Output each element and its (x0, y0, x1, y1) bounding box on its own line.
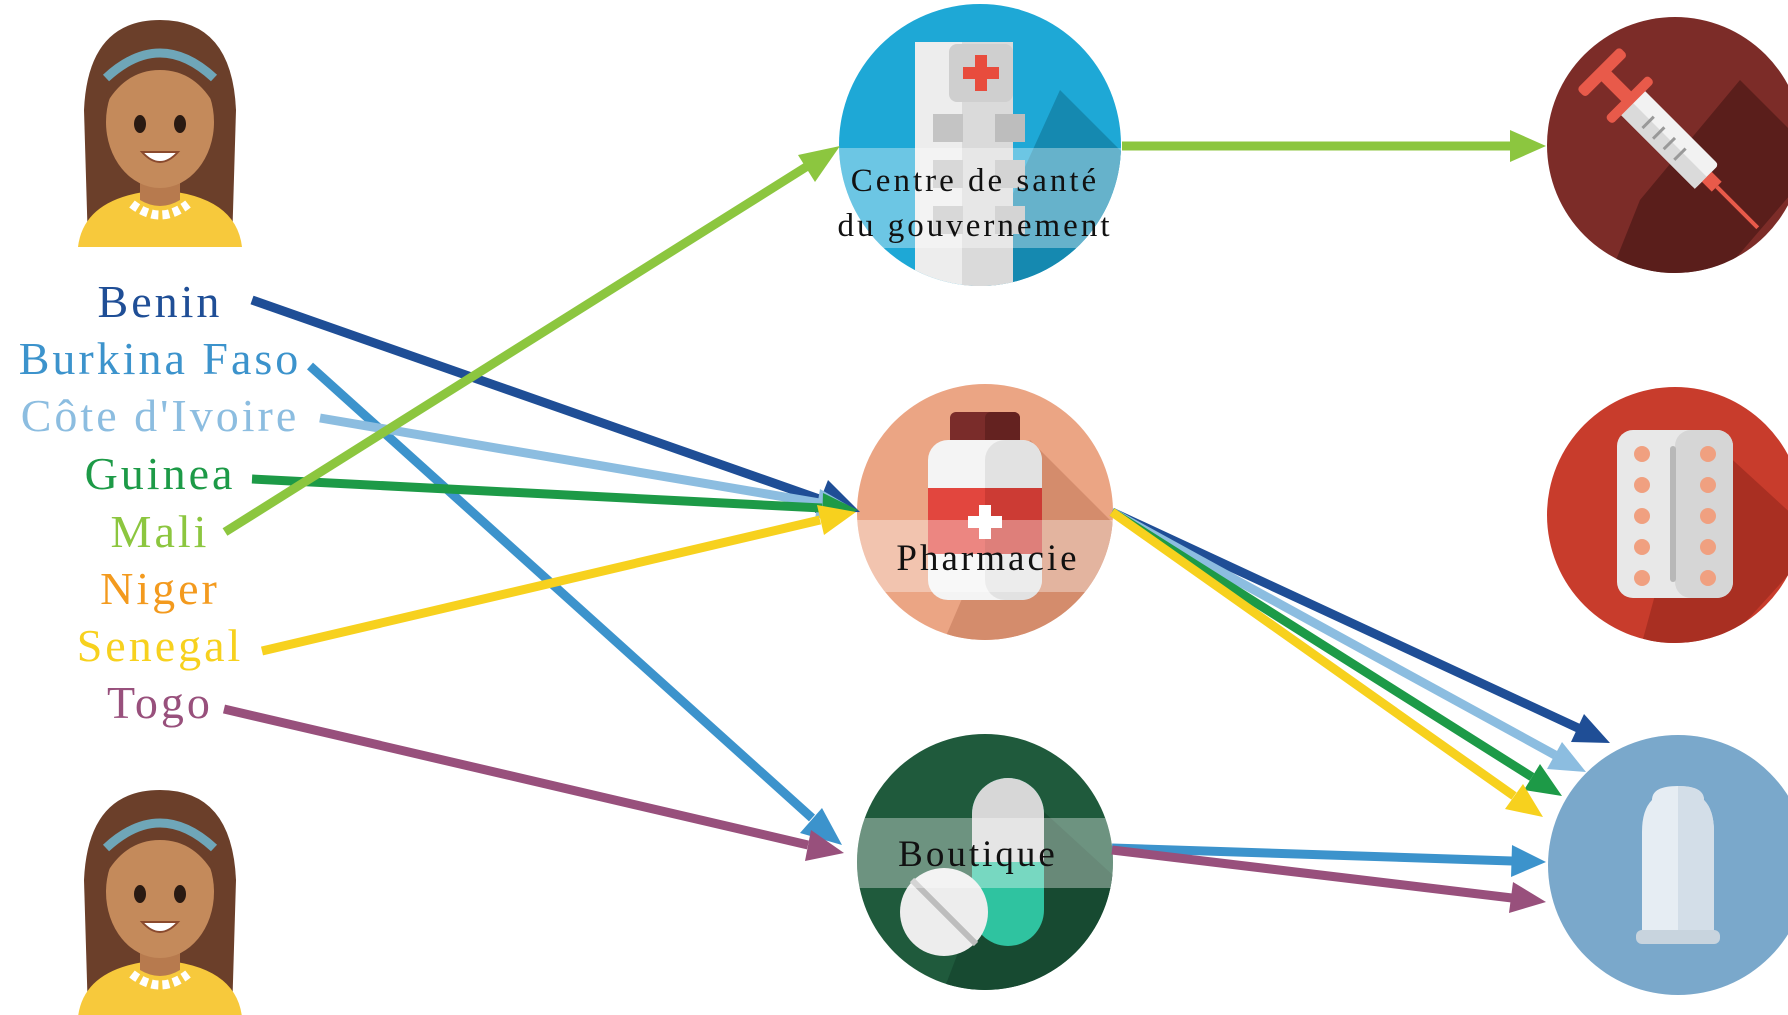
pill-blister-icon (1547, 387, 1788, 643)
country-label-togo: Togo (107, 677, 213, 728)
syringe-icon (1547, 17, 1788, 273)
woman-avatar-icon (78, 790, 242, 1015)
country-label-mali: Mali (111, 506, 210, 557)
country-label-burkina-faso: Burkina Faso (19, 333, 302, 384)
boutique-label: Boutique (898, 834, 1058, 875)
health-centre-label-line1: Centre de santé (851, 163, 1099, 199)
arrow-health-centre-to-syringe (1122, 130, 1546, 162)
country-label-benin: Benin (98, 276, 223, 327)
woman-avatar-icon (78, 20, 242, 247)
arrow-pharmacy-benin-to-condom (1110, 507, 1610, 743)
health-centre-node: Centre de santé du gouvernement (837, 4, 1121, 286)
country-label-niger: Niger (100, 563, 220, 614)
arrow-pharmacy-senegal-to-condom (1109, 508, 1543, 817)
condom-icon (1548, 735, 1788, 995)
arrow-guinea-to-pharmacy (251, 474, 858, 524)
arrow-boutique-burkina-to-condom (1111, 843, 1546, 877)
country-label-guinea: Guinea (85, 448, 236, 499)
pharmacy-label: Pharmacie (896, 538, 1079, 579)
boutique-node: Boutique (857, 734, 1113, 990)
country-label-cote-divoire: Côte d'Ivoire (21, 390, 300, 441)
flow-arrows (222, 130, 1610, 913)
arrow-senegal-to-pharmacy (260, 505, 856, 656)
arrow-togo-to-boutique (222, 704, 844, 861)
arrow-boutique-togo-to-condom (1111, 845, 1546, 913)
arrow-burkina-to-boutique (306, 362, 842, 845)
arrow-mali-to-health-centre (222, 146, 840, 536)
pharmacy-node: Pharmacie (857, 384, 1113, 640)
country-label-senegal: Senegal (77, 620, 244, 671)
country-list: Benin Burkina Faso Côte d'Ivoire Guinea … (19, 276, 302, 728)
health-centre-label-line2: du gouvernement (837, 208, 1112, 244)
arrow-pharmacy-cote-to-condom (1109, 508, 1586, 772)
